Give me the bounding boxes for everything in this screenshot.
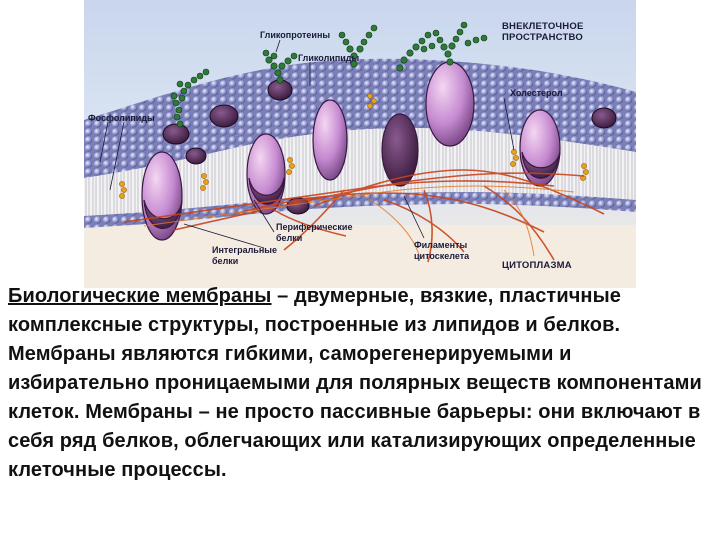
definition-text: – двумерные, вязкие, пластичные комплекс…	[8, 285, 702, 481]
label-glycoproteins: Гликопротеины	[260, 30, 330, 41]
membrane-illustration: Гликопротеины Гликолипиды ВНЕКЛЕТОЧНОЕ П…	[84, 0, 636, 288]
description-paragraph: Биологические мембраны – двумерные, вязк…	[8, 282, 708, 485]
label-cytoskeleton-filaments: Филаменты цитоскелета	[414, 240, 469, 262]
defined-term: Биологические мембраны	[8, 285, 272, 307]
label-cholesterol: Холестерол	[510, 88, 563, 99]
label-extracellular-space: ВНЕКЛЕТОЧНОЕ ПРОСТРАНСТВО	[502, 21, 583, 43]
label-glycolipids: Гликолипиды	[298, 53, 359, 64]
label-peripheral-proteins: Периферические белки	[276, 222, 352, 244]
label-phospholipids: Фосфолипиды	[88, 113, 155, 124]
label-integral-proteins: Интегральные белки	[212, 245, 277, 267]
label-cytoplasm: ЦИТОПЛАЗМА	[502, 260, 572, 271]
